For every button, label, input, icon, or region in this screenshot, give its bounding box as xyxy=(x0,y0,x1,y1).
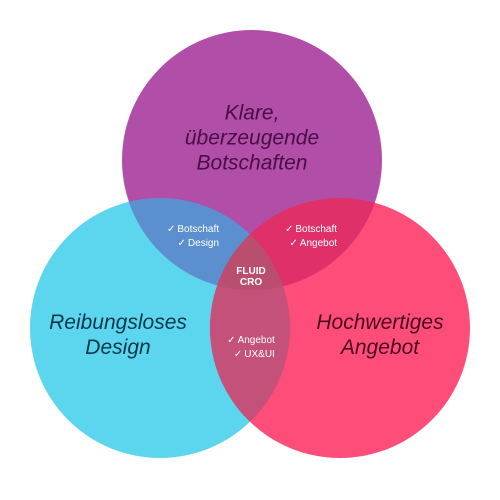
item-text: Angebot xyxy=(237,335,275,346)
top-label-line: überzeugende xyxy=(184,126,320,150)
right-circle-label: Hochwertiges Angebot xyxy=(316,310,443,360)
item-text: Botschaft xyxy=(295,224,338,235)
overlap-top-left xyxy=(122,198,290,290)
check-icon: ✓ xyxy=(177,238,186,249)
left-circle-label: Reibungsloses Design xyxy=(49,310,187,360)
top-label-line: Botschaften xyxy=(196,151,308,175)
right-label-line: Angebot xyxy=(340,336,420,359)
list-item: ✓Angebot xyxy=(285,237,337,251)
list-item: ✓Angebot xyxy=(227,334,275,348)
check-icon: ✓ xyxy=(233,349,243,360)
item-text: Design xyxy=(187,238,220,249)
overlap-top-right-list: ✓Botschaft ✓Angebot xyxy=(285,223,337,251)
check-icon: ✓ xyxy=(227,335,236,346)
check-icon: ✓ xyxy=(166,224,176,235)
left-label-line: Design xyxy=(85,336,151,359)
overlap-top-right xyxy=(210,198,382,290)
item-text: UX&UI xyxy=(244,349,275,360)
top-circle-label: Klare, überzeugende Botschaften xyxy=(185,101,319,176)
overlap-top-left-list: ✓Botschaft ✓Design xyxy=(167,223,219,251)
left-label-line: Reibungsloses xyxy=(49,311,187,334)
center-label-line: FLUID xyxy=(236,266,266,277)
list-item: ✓UX&UI xyxy=(227,348,275,362)
right-label-line: Hochwertiges xyxy=(316,311,444,334)
center-label: FLUID CRO xyxy=(236,266,265,288)
overlap-left-right-list: ✓Angebot ✓UX&UI xyxy=(227,334,275,362)
list-item: ✓Botschaft xyxy=(285,223,337,237)
item-text: Angebot xyxy=(299,238,338,249)
item-text: Botschaft xyxy=(177,224,220,235)
check-icon: ✓ xyxy=(289,238,298,249)
top-label-line: Klare, xyxy=(224,101,280,125)
list-item: ✓Design xyxy=(167,237,220,251)
center-label-line: CRO xyxy=(239,277,263,288)
check-icon: ✓ xyxy=(284,224,294,235)
list-item: ✓Botschaft xyxy=(167,223,219,237)
